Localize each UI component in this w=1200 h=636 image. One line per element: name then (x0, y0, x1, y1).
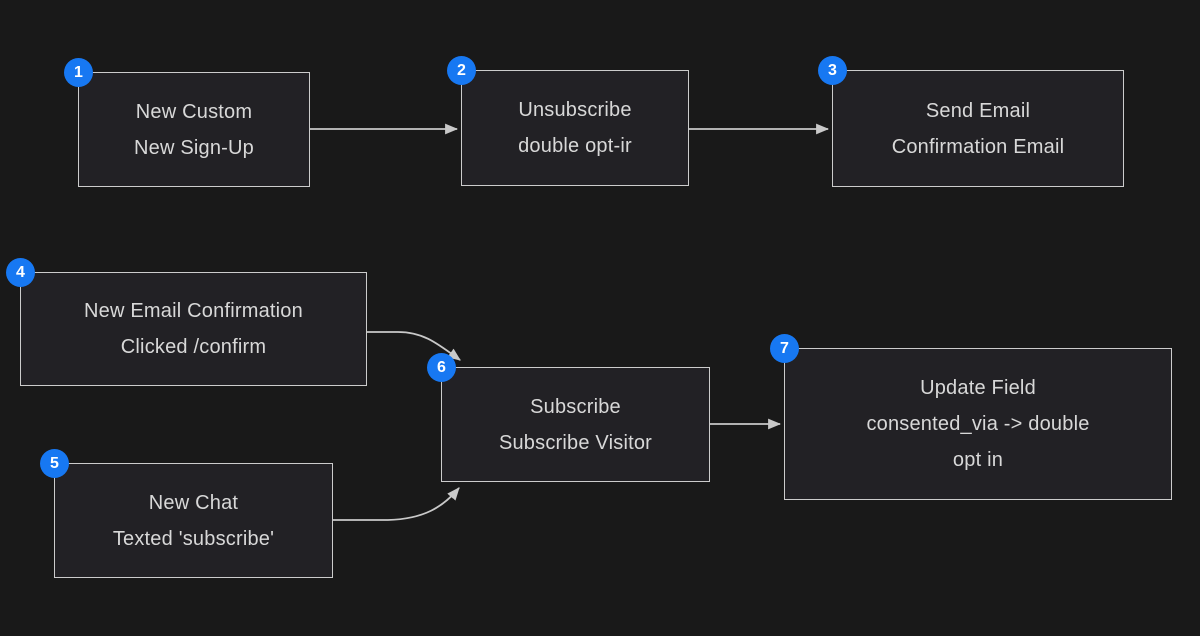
node-title: Send Email (925, 99, 1031, 122)
step-badge-4: 4 (6, 258, 35, 287)
node-subtitle-2: opt in (952, 449, 1004, 471)
flow-node-new-email-confirmation[interactable]: 4 New Email Confirmation Clicked /confir… (6, 258, 367, 386)
flow-node-new-chat[interactable]: 5 New Chat Texted 'subscribe' (40, 449, 333, 578)
node-subtitle: consented_via -> double (866, 413, 1090, 435)
node-subtitle: Texted 'subscribe' (112, 527, 275, 550)
flow-node-subscribe[interactable]: 6 Subscribe Subscribe Visitor (427, 353, 710, 482)
node-subtitle: Clicked /confirm (120, 336, 267, 358)
step-badge-1: 1 (64, 58, 93, 87)
flow-node-update-field[interactable]: 7 Update Field consented_via -> double o… (770, 334, 1172, 500)
flow-node-unsubscribe[interactable]: 2 Unsubscribe double opt-ir (447, 56, 689, 186)
node-title: New Chat (148, 491, 239, 514)
node-subtitle: double opt-ir (518, 135, 632, 157)
step-badge-6: 6 (427, 353, 456, 382)
node-title: New Email Confirmation (84, 300, 303, 322)
step-badge-2: 2 (447, 56, 476, 85)
node-title: Subscribe (530, 395, 621, 418)
step-badge-7: 7 (770, 334, 799, 363)
node-subtitle: Subscribe Visitor (498, 431, 653, 454)
flow-node-new-custom[interactable]: 1 New Custom New Sign-Up (64, 58, 310, 187)
step-badge-3: 3 (818, 56, 847, 85)
node-subtitle: Confirmation Email (891, 135, 1065, 158)
node-subtitle: New Sign-Up (133, 136, 255, 159)
node-title: Update Field (920, 377, 1036, 399)
step-badge-5: 5 (40, 449, 69, 478)
connector-5-6 (333, 487, 460, 521)
node-title: New Custom (135, 100, 253, 123)
node-title: Unsubscribe (518, 99, 632, 121)
flow-node-send-email[interactable]: 3 Send Email Confirmation Email (818, 56, 1124, 187)
